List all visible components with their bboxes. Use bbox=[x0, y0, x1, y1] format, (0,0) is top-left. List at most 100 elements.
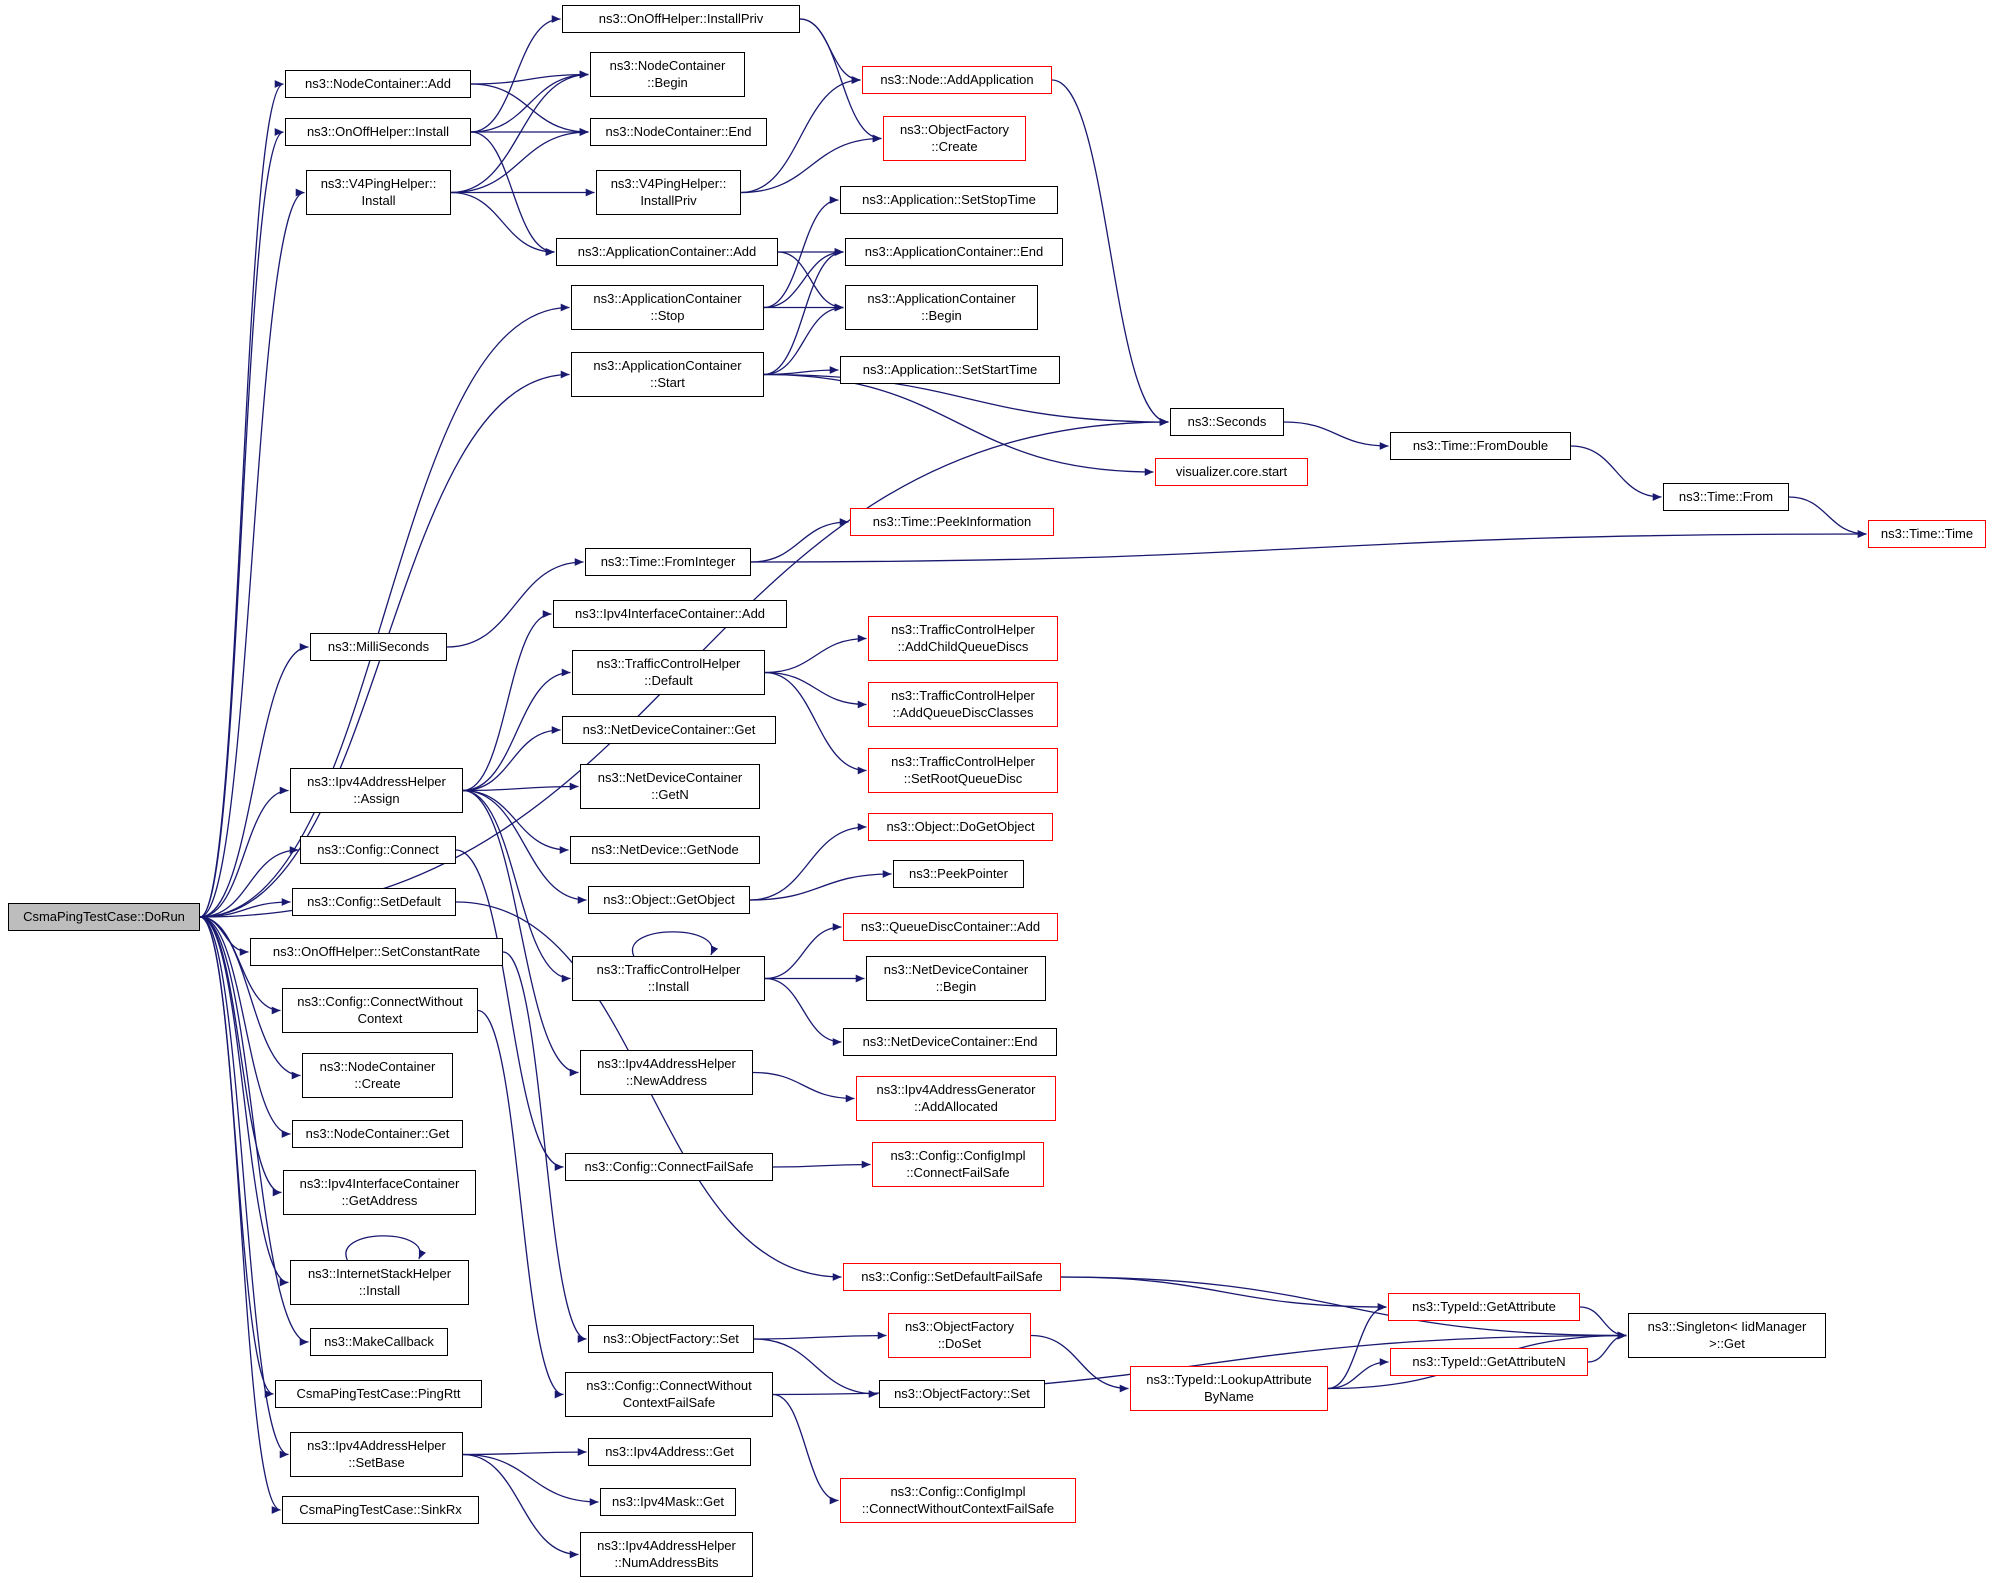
graph-node-nc_add[interactable]: ns3::NodeContainer::Add bbox=[285, 70, 471, 98]
graph-node-v4_installpriv[interactable]: ns3::V4PingHelper::InstallPriv bbox=[596, 170, 741, 215]
graph-node-of_create[interactable]: ns3::ObjectFactory::Create bbox=[883, 116, 1026, 161]
node-label-line: ::GetN bbox=[651, 786, 689, 802]
graph-node-ooh_install[interactable]: ns3::OnOffHelper::Install bbox=[285, 118, 471, 146]
call-edge-nc_add-to-nc_begin bbox=[470, 70, 589, 85]
node-label-line: ns3::NodeContainer::Get bbox=[305, 1125, 450, 1141]
graph-node-time_from[interactable]: ns3::Time::From bbox=[1663, 483, 1789, 511]
call-edge-dorun-to-setbase bbox=[199, 916, 289, 1459]
graph-node-setbase[interactable]: ns3::Ipv4AddressHelper::SetBase bbox=[290, 1432, 463, 1477]
graph-node-time_fromdouble[interactable]: ns3::Time::FromDouble bbox=[1390, 432, 1571, 460]
graph-node-ac_stop[interactable]: ns3::ApplicationContainer::Stop bbox=[571, 285, 764, 330]
graph-node-cfg_setdefault[interactable]: ns3::Config::SetDefault bbox=[292, 888, 456, 916]
node-label-line: visualizer.core.start bbox=[1175, 463, 1288, 479]
graph-node-peekpointer[interactable]: ns3::PeekPointer bbox=[893, 860, 1024, 888]
call-edge-time_from-to-time_time bbox=[1788, 496, 1867, 538]
graph-node-iic_add[interactable]: ns3::Ipv4InterfaceContainer::Add bbox=[553, 600, 787, 628]
call-edge-tch_default-to-tch_addchild bbox=[764, 634, 867, 674]
call-edge-obj_getobject-to-obj_dogetobject bbox=[749, 823, 867, 901]
graph-node-cfgimpl_cfs[interactable]: ns3::Config::ConfigImpl::ConnectFailSafe bbox=[872, 1142, 1044, 1187]
graph-node-nc_end[interactable]: ns3::NodeContainer::End bbox=[590, 118, 767, 146]
graph-node-ndc_get[interactable]: ns3::NetDeviceContainer::Get bbox=[562, 716, 776, 744]
node-label-line: ns3::ObjectFactory::Set bbox=[603, 1330, 739, 1346]
graph-node-nc_get[interactable]: ns3::NodeContainer::Get bbox=[292, 1120, 463, 1148]
graph-node-tch_setroot[interactable]: ns3::TrafficControlHelper::SetRootQueueD… bbox=[868, 748, 1058, 793]
graph-node-ipv4mask_get[interactable]: ns3::Ipv4Mask::Get bbox=[600, 1488, 736, 1516]
graph-node-numaddrbits[interactable]: ns3::Ipv4AddressHelper::NumAddressBits bbox=[580, 1532, 753, 1577]
graph-node-app_setstop[interactable]: ns3::Application::SetStopTime bbox=[840, 186, 1058, 214]
graph-node-sinkrx[interactable]: CsmaPingTestCase::SinkRx bbox=[282, 1496, 479, 1524]
graph-node-v4_install[interactable]: ns3::V4PingHelper::Install bbox=[306, 170, 451, 215]
graph-node-tch_addchild[interactable]: ns3::TrafficControlHelper::AddChildQueue… bbox=[868, 616, 1058, 661]
graph-node-cfg_connectfailsafe[interactable]: ns3::Config::ConnectFailSafe bbox=[565, 1153, 773, 1181]
graph-node-obj_dogetobject[interactable]: ns3::Object::DoGetObject bbox=[868, 813, 1053, 841]
graph-node-tch_addqdc[interactable]: ns3::TrafficControlHelper::AddQueueDiscC… bbox=[868, 682, 1058, 727]
node-label-line: ns3::NetDeviceContainer bbox=[597, 769, 743, 785]
graph-node-tch_install[interactable]: ns3::TrafficControlHelper::Install bbox=[572, 956, 765, 1001]
graph-node-makecallback[interactable]: ns3::MakeCallback bbox=[310, 1328, 448, 1356]
call-edge-setbase-to-ipv4mask_get bbox=[462, 1453, 599, 1506]
graph-node-node_addapp[interactable]: ns3::Node::AddApplication bbox=[862, 66, 1052, 94]
graph-node-nc_begin[interactable]: ns3::NodeContainer::Begin bbox=[590, 52, 745, 97]
graph-node-nc_create[interactable]: ns3::NodeContainer::Create bbox=[302, 1053, 453, 1098]
graph-node-ac_begin[interactable]: ns3::ApplicationContainer::Begin bbox=[845, 285, 1038, 330]
graph-node-ac_start[interactable]: ns3::ApplicationContainer::Start bbox=[571, 352, 764, 397]
graph-node-ooh_installpriv[interactable]: ns3::OnOffHelper::InstallPriv bbox=[562, 5, 800, 33]
graph-node-singleton_get[interactable]: ns3::Singleton< IidManager>::Get bbox=[1628, 1313, 1826, 1358]
node-label-line: ns3::TrafficControlHelper bbox=[596, 655, 741, 671]
graph-node-seconds[interactable]: ns3::Seconds bbox=[1170, 408, 1284, 436]
node-label-line: ns3::Ipv4AddressHelper bbox=[597, 1055, 736, 1071]
graph-node-ac_end[interactable]: ns3::ApplicationContainer::End bbox=[845, 238, 1063, 266]
graph-node-tch_default[interactable]: ns3::TrafficControlHelper::Default bbox=[572, 650, 765, 695]
node-label-line: ns3::ApplicationContainer bbox=[593, 290, 742, 306]
focus-node-dorun: CsmaPingTestCase::DoRun bbox=[8, 903, 200, 931]
node-label-line: ::GetAddress bbox=[341, 1192, 418, 1208]
graph-node-ndc_end[interactable]: ns3::NetDeviceContainer::End bbox=[843, 1028, 1057, 1056]
node-label-line: ns3::ApplicationContainer::Add bbox=[577, 243, 757, 259]
call-edge-nc_add-to-nc_end bbox=[470, 83, 589, 136]
node-label-line: ns3::Config::SetDefault bbox=[307, 893, 441, 909]
graph-node-of_doset[interactable]: ns3::ObjectFactory::DoSet bbox=[888, 1313, 1031, 1358]
graph-node-cfg_sdfs[interactable]: ns3::Config::SetDefaultFailSafe bbox=[843, 1263, 1061, 1291]
node-label-line: ns3::Config::ConnectFailSafe bbox=[584, 1158, 754, 1174]
graph-node-ndc_getn[interactable]: ns3::NetDeviceContainer::GetN bbox=[580, 764, 760, 809]
graph-node-milliseconds[interactable]: ns3::MilliSeconds bbox=[310, 633, 447, 661]
call-edge-assign-to-ndc_getn bbox=[462, 782, 579, 792]
node-label-line: ns3::ObjectFactory bbox=[899, 121, 1010, 137]
call-edge-ooh_installpriv-to-of_create bbox=[799, 18, 882, 143]
graph-node-time_frominteger[interactable]: ns3::Time::FromInteger bbox=[585, 548, 751, 576]
graph-node-cfg_connect[interactable]: ns3::Config::Connect bbox=[300, 836, 456, 864]
graph-node-time_peekinfo[interactable]: ns3::Time::PeekInformation bbox=[850, 508, 1054, 536]
graph-node-app_setstart[interactable]: ns3::Application::SetStartTime bbox=[840, 356, 1060, 384]
call-edge-tch_default-to-tch_setroot bbox=[764, 671, 867, 775]
call-edge-dorun-to-assign bbox=[199, 786, 289, 918]
graph-node-ndc_begin[interactable]: ns3::NetDeviceContainer::Begin bbox=[866, 956, 1046, 1001]
graph-node-obj_getobject[interactable]: ns3::Object::GetObject bbox=[588, 886, 750, 914]
node-label-line: ns3::NodeContainer bbox=[319, 1058, 436, 1074]
graph-node-newaddress[interactable]: ns3::Ipv4AddressHelper::NewAddress bbox=[580, 1050, 753, 1095]
graph-node-time_time[interactable]: ns3::Time::Time bbox=[1868, 520, 1986, 548]
graph-node-of_set3[interactable]: ns3::ObjectFactory::Set bbox=[588, 1325, 754, 1353]
graph-node-addallocated[interactable]: ns3::Ipv4AddressGenerator::AddAllocated bbox=[856, 1076, 1056, 1121]
graph-node-pingrtt[interactable]: CsmaPingTestCase::PingRtt bbox=[275, 1380, 482, 1408]
graph-node-qdc_add[interactable]: ns3::QueueDiscContainer::Add bbox=[843, 913, 1058, 941]
call-edge-milliseconds-to-time_frominteger bbox=[446, 558, 584, 648]
graph-node-viz_start[interactable]: visualizer.core.start bbox=[1155, 458, 1308, 486]
graph-node-typeid_getattrn[interactable]: ns3::TypeId::GetAttributeN bbox=[1390, 1348, 1588, 1376]
graph-node-setconstrate[interactable]: ns3::OnOffHelper::SetConstantRate bbox=[250, 938, 503, 966]
graph-node-of_set4[interactable]: ns3::ObjectFactory::Set bbox=[879, 1380, 1045, 1408]
graph-node-cfgimpl_cwcfs[interactable]: ns3::Config::ConfigImpl::ConnectWithoutC… bbox=[840, 1478, 1076, 1523]
graph-node-assign[interactable]: ns3::Ipv4AddressHelper::Assign bbox=[290, 768, 463, 813]
graph-node-typeid_getattr[interactable]: ns3::TypeId::GetAttribute bbox=[1388, 1293, 1580, 1321]
graph-node-iic_getaddress[interactable]: ns3::Ipv4InterfaceContainer::GetAddress bbox=[283, 1170, 476, 1215]
node-label-line: ::Begin bbox=[647, 74, 688, 90]
node-label-line: ns3::NodeContainer::Add bbox=[305, 75, 451, 91]
call-edge-assign-to-tch_install bbox=[462, 789, 571, 983]
node-label-line: ns3::TrafficControlHelper bbox=[891, 687, 1035, 703]
graph-node-ac_add[interactable]: ns3::ApplicationContainer::Add bbox=[556, 238, 778, 266]
graph-node-ish_install[interactable]: ns3::InternetStackHelper::Install bbox=[290, 1260, 469, 1305]
graph-node-ipv4addr_get[interactable]: ns3::Ipv4Address::Get bbox=[588, 1438, 751, 1466]
graph-node-nd_getnode[interactable]: ns3::NetDevice::GetNode bbox=[570, 836, 760, 864]
